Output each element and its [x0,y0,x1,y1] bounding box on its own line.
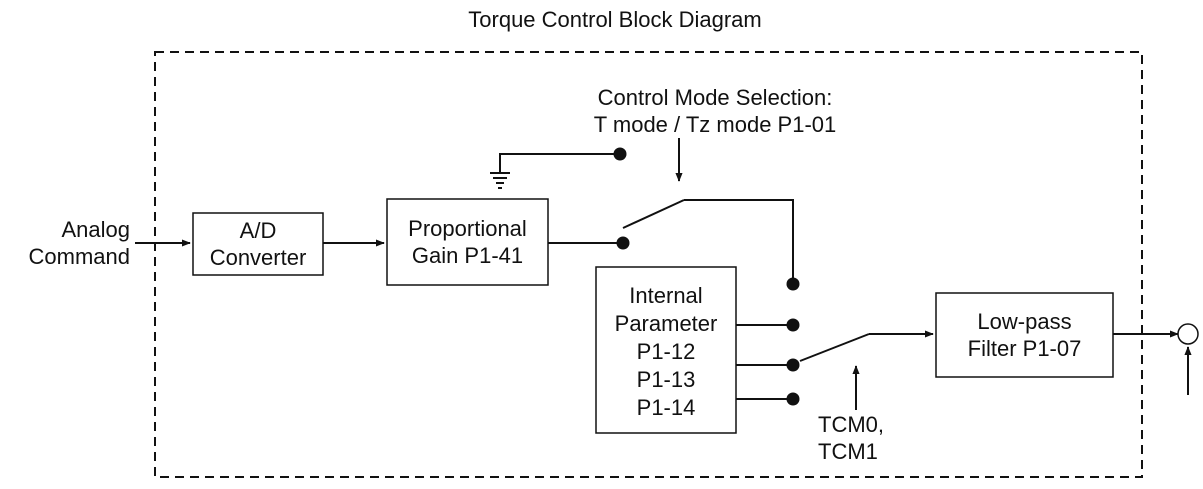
analog-command-line1: Analog [61,217,130,242]
internal-parameter-p1-12: P1-12 [636,339,696,364]
low-pass-filter-label: Low-pass Filter P1-07 [936,308,1113,362]
internal-parameter-line2: Parameter [614,311,718,336]
param-p1-12-dot [786,318,800,332]
mode-selection-line2: T mode / Tz mode P1-01 [593,112,837,137]
ad-converter-block [192,212,324,276]
analog-command-label: Analog Command [0,216,130,270]
tcm-selection-label: TCM0, TCM1 [818,411,884,465]
proportional-gain-line1: Proportional [408,216,527,241]
mode-switch-blade [622,199,685,229]
proportional-gain-block [386,198,549,286]
ad-converter-line1: A/D [239,218,277,243]
diagram-title: Torque Control Block Diagram [468,7,762,32]
proportional-gain-line2: Gain P1-41 [411,243,524,268]
low-pass-filter-line2: Filter P1-07 [967,336,1082,361]
param-p1-13-dot [786,358,800,372]
ad-converter-line2: Converter [209,245,307,270]
tcm-switch-blade [799,333,870,362]
mode-selection-label: Control Mode Selection: T mode / Tz mode… [530,84,900,138]
mode-output-dot [786,277,800,291]
ground-symbol [490,172,510,189]
internal-parameter-p1-14: P1-14 [636,395,696,420]
proportional-gain-label: Proportional Gain P1-41 [387,215,548,269]
param-p1-14-dot [786,392,800,406]
ad-converter-label: A/D Converter [193,217,323,271]
ground-wire [499,153,620,172]
gain-contact-dot [616,236,630,250]
tcm-selection-line1: TCM0, [818,412,884,437]
low-pass-filter-block [935,292,1114,378]
controller-boundary [154,51,1143,478]
tcm-selection-line2: TCM1 [818,439,878,464]
internal-parameter-block [595,266,737,434]
internal-parameter-p1-13: P1-13 [636,367,696,392]
internal-parameter-line1: Internal [629,283,703,308]
internal-parameter-label: Internal Parameter P1-12 P1-13 P1-14 [596,282,736,422]
mode-selection-line1: Control Mode Selection: [597,85,833,110]
analog-command-line2: Command [28,244,130,269]
mode-switch-output-wire [684,199,794,284]
low-pass-filter-line1: Low-pass [977,309,1072,334]
summing-junction [1177,323,1199,345]
ground-contact-dot [613,147,627,161]
